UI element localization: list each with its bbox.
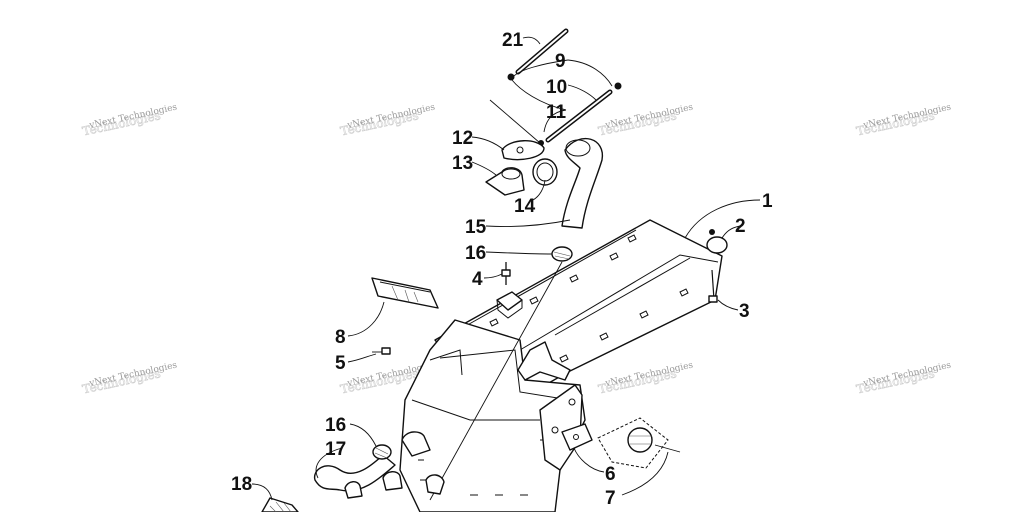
callout-15: 15: [465, 217, 487, 238]
assembly-axis-line: [429, 261, 563, 501]
callout-1: 1: [762, 191, 773, 212]
t-fitting: [517, 341, 571, 381]
clip-part-5: [372, 347, 391, 355]
screw-part-4: [501, 262, 511, 285]
heat-shield-part-8: [371, 277, 439, 309]
watermark: Technologies vNext Technologies: [855, 360, 953, 396]
callout-12: 12: [452, 128, 473, 149]
watermark: Technologies vNext Technologies: [339, 102, 437, 138]
callout-8: 8: [335, 327, 346, 348]
caps-part-9-11: [489, 73, 622, 146]
bracket-part-6: [561, 423, 593, 451]
clamp-part-16-bottom: [372, 444, 392, 460]
filler-neck-part-13: [485, 167, 525, 196]
hose-part-15: [561, 137, 603, 229]
reservoir-part-7: [597, 417, 681, 469]
callout-16-lower: 16: [325, 415, 346, 436]
callout-16: 16: [465, 243, 486, 264]
bolt-part-3: [708, 269, 718, 303]
callout-21: 21: [502, 30, 524, 51]
callout-13: 13: [452, 153, 473, 174]
watermark: Technologies vNext Technologies: [81, 360, 179, 396]
callout-10: 10: [546, 77, 567, 98]
callout-18: 18: [231, 474, 252, 495]
elbow-fitting: [344, 431, 445, 499]
cap-part-2: [706, 229, 728, 254]
callout-4: 4: [472, 269, 483, 290]
watermark: Technologies vNext Technologies: [597, 360, 695, 396]
callout-17: 17: [325, 439, 346, 460]
clamp-part-16-top: [551, 246, 573, 262]
rivnut-block: [496, 291, 523, 319]
hose-part-17: [313, 454, 396, 492]
callout-11: 11: [546, 102, 567, 123]
callout-9: 9: [555, 51, 566, 72]
callout-3: 3: [739, 301, 750, 322]
callout-7: 7: [605, 488, 616, 509]
leader-lines: [251, 36, 761, 501]
watermark: Technologies vNext Technologies: [855, 102, 953, 138]
watermark: Technologies vNext Technologies: [81, 102, 179, 138]
callout-5: 5: [335, 353, 346, 374]
callout-14: 14: [514, 196, 536, 217]
callouts: 21 9 10 11 12 13 14 15 16 4 1 2 3 8 5 16…: [231, 30, 773, 509]
watermark: Technologies vNext Technologies: [597, 102, 695, 138]
hose-part-18: [261, 497, 299, 512]
rod-part-10: [545, 89, 613, 143]
callout-2: 2: [735, 216, 746, 237]
rod-part-21: [515, 28, 569, 75]
callout-6: 6: [605, 464, 616, 485]
cap-part-12: [501, 140, 545, 161]
